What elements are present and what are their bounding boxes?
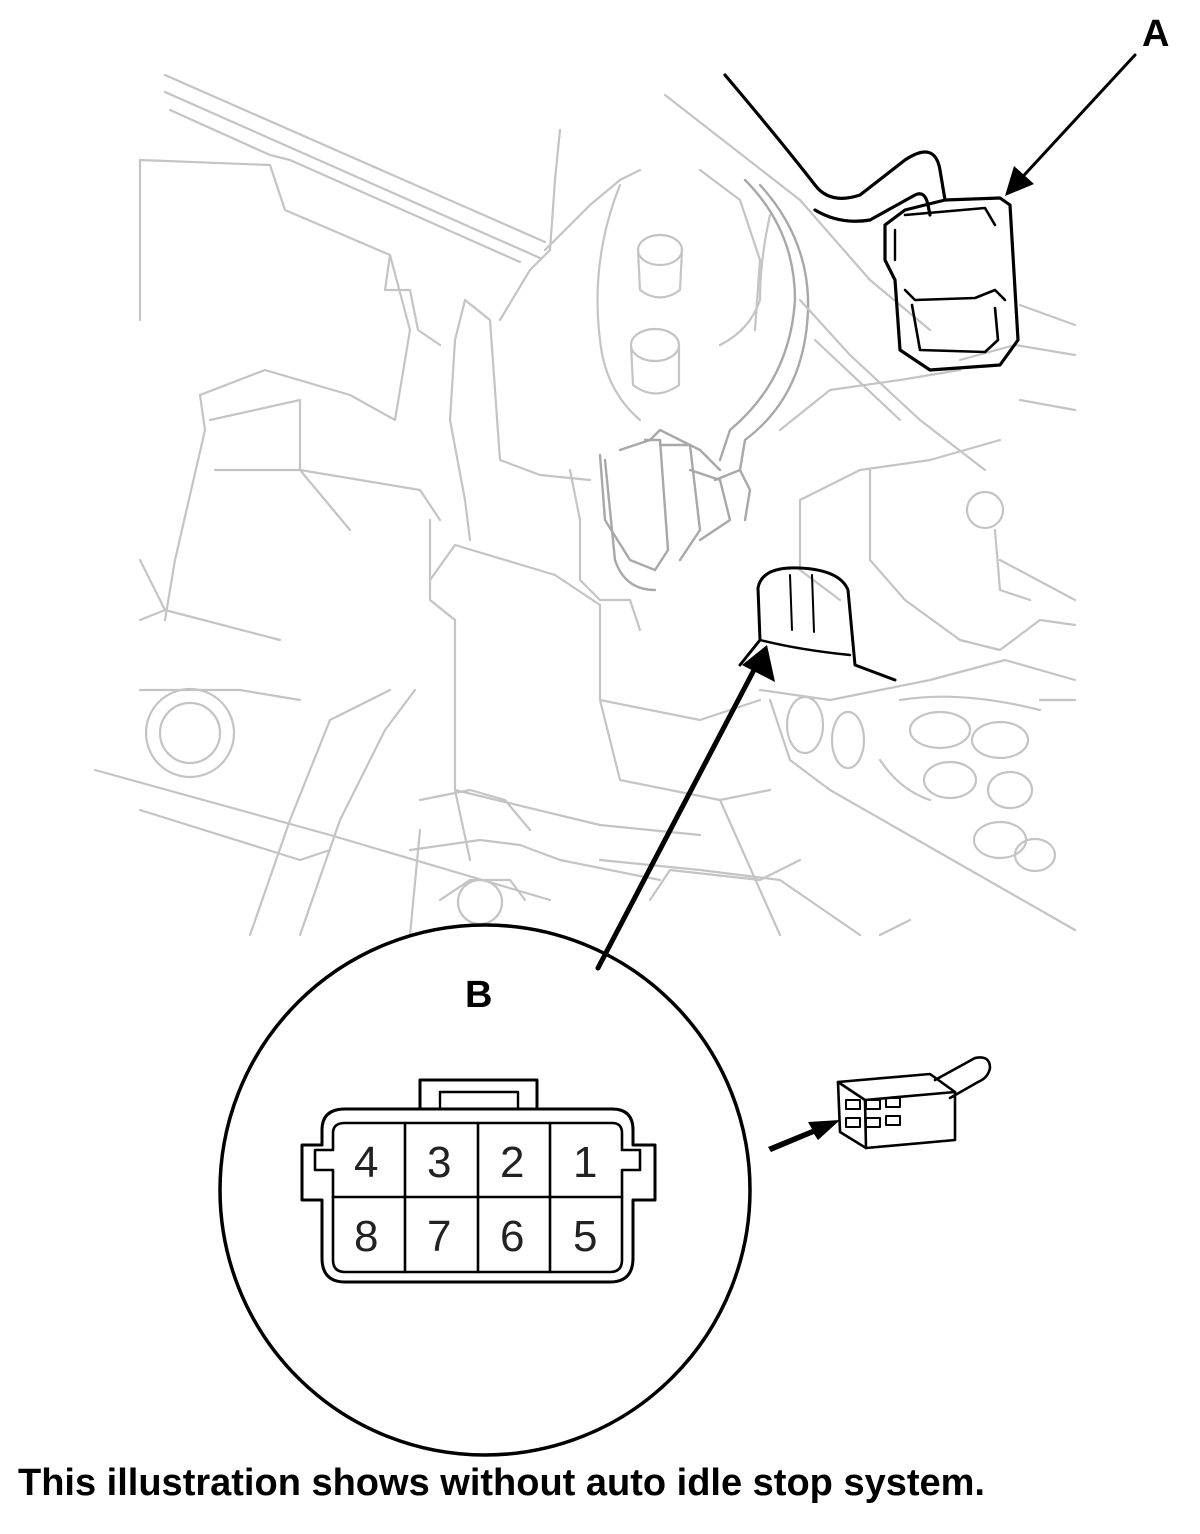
callout-a-label: A — [1142, 13, 1169, 55]
arrowhead-a — [1005, 166, 1034, 196]
caption: This illustration shows without auto idl… — [18, 1462, 985, 1504]
engine-background-linework — [93, 73, 1077, 937]
pin-label-4: 4 — [354, 1138, 378, 1187]
pin-label-8: 8 — [354, 1212, 378, 1261]
pin-label-5: 5 — [573, 1212, 597, 1261]
pin-label-7: 7 — [427, 1212, 451, 1261]
pin-label-1: 1 — [573, 1138, 597, 1187]
pin-label-3: 3 — [427, 1138, 451, 1187]
arrowhead-b — [742, 645, 775, 682]
pin-label-6: 6 — [500, 1212, 524, 1261]
callout-b-label: B — [465, 974, 492, 1016]
connector-a — [723, 73, 1020, 372]
connector-b-pin-labels: 4 3 2 1 8 7 6 5 — [354, 1138, 597, 1261]
detail-circle-b — [218, 923, 752, 1457]
leader-line-b — [595, 645, 775, 971]
view-direction-connector-icon — [768, 1056, 992, 1152]
pin-label-2: 2 — [500, 1138, 524, 1187]
connector-b-body — [738, 566, 897, 682]
connector-b-face — [300, 1078, 657, 1284]
view-direction-arrow-icon — [768, 1120, 840, 1152]
leader-line-a — [1005, 53, 1137, 196]
